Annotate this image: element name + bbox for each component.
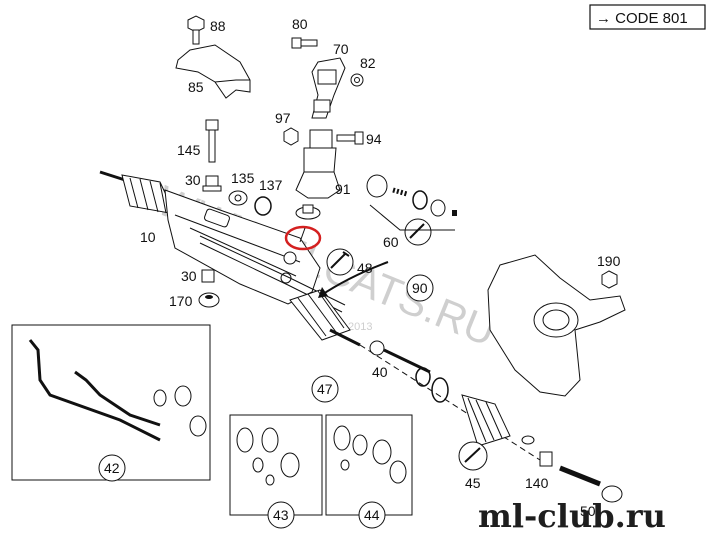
label-47: 47 <box>317 381 333 397</box>
label-44: 44 <box>364 507 380 523</box>
boot-kit-45[interactable] <box>415 367 535 471</box>
label-82: 82 <box>360 55 376 71</box>
label-97: 97 <box>275 110 291 126</box>
label-30-lower: 30 <box>181 268 197 284</box>
bolt-94[interactable] <box>336 131 364 145</box>
label-140: 140 <box>525 475 549 491</box>
steering-knuckle[interactable] <box>487 254 626 397</box>
nut-30-lower[interactable] <box>201 269 215 283</box>
wrench-icon-48[interactable] <box>326 248 354 276</box>
label-43: 43 <box>273 507 289 523</box>
seal-kit-43-box[interactable] <box>229 414 323 516</box>
universal-joint-70[interactable] <box>311 57 346 119</box>
nut-82[interactable] <box>350 73 364 87</box>
label-137: 137 <box>259 177 283 193</box>
fitting-135[interactable] <box>228 190 248 206</box>
assembly-axis <box>359 344 541 461</box>
seal-kit-44-box[interactable] <box>325 414 413 516</box>
tie-rod-end-50[interactable] <box>559 465 623 503</box>
direction-arrow <box>319 261 389 297</box>
label-94: 94 <box>366 131 382 147</box>
nut-140[interactable] <box>539 451 553 467</box>
label-85: 85 <box>188 79 204 95</box>
label-48: 48 <box>357 260 373 276</box>
nut-30-upper[interactable] <box>202 175 222 192</box>
bolt-80[interactable] <box>291 37 318 49</box>
label-90: 90 <box>412 280 428 296</box>
watermark-year: 2013 <box>348 321 372 333</box>
bolt-88[interactable] <box>187 15 205 45</box>
hose-kit-42-box[interactable] <box>11 324 211 481</box>
steering-rack-10[interactable] <box>99 170 361 347</box>
valve-fitting[interactable] <box>295 204 321 243</box>
label-30-upper: 30 <box>185 172 201 188</box>
seal-ring-137[interactable] <box>254 196 272 216</box>
label-170: 170 <box>169 293 193 309</box>
label-50: 50 <box>580 503 596 519</box>
bushing-170[interactable] <box>198 292 220 308</box>
label-40: 40 <box>372 364 388 380</box>
label-135: 135 <box>231 170 255 186</box>
site-watermark: ml-club.ru <box>478 497 666 535</box>
label-42: 42 <box>104 460 120 476</box>
label-45: 45 <box>465 475 481 491</box>
nut-97[interactable] <box>283 127 299 146</box>
nut-190[interactable] <box>601 270 618 289</box>
label-88: 88 <box>210 18 226 34</box>
code-801-reference[interactable]: → CODE 801 <box>589 4 706 30</box>
label-145: 145 <box>177 142 201 158</box>
code-label: → CODE 801 <box>596 10 688 27</box>
seal-kit-60[interactable] <box>366 174 457 246</box>
label-70: 70 <box>333 41 349 57</box>
label-190: 190 <box>597 253 621 269</box>
highlight-circle <box>284 225 322 251</box>
label-60: 60 <box>383 234 399 250</box>
label-91: 91 <box>335 181 351 197</box>
cover-85[interactable] <box>175 44 251 99</box>
bolt-145[interactable] <box>205 119 219 163</box>
boot-91[interactable] <box>295 129 341 199</box>
label-10: 10 <box>140 229 156 245</box>
label-80: 80 <box>292 16 308 32</box>
